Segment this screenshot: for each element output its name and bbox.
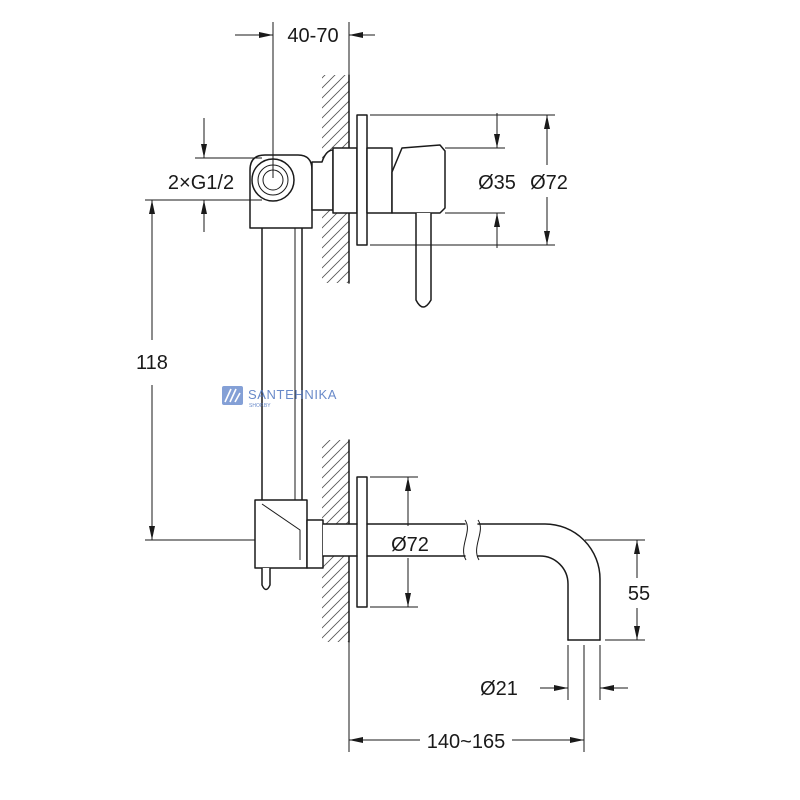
lower-body-block	[254, 499, 308, 569]
lower-flange	[356, 476, 368, 608]
handle-cap	[391, 144, 446, 214]
dimension-top-span: 40-70	[235, 22, 375, 178]
santehnika-logo-icon	[222, 386, 243, 405]
valve-front-body	[366, 147, 393, 214]
lower-body-connector	[306, 519, 324, 569]
lower-body-inner-line	[261, 503, 301, 560]
dimension-label-spout-reach: 140~165	[427, 731, 505, 753]
watermark: SANTEHNIKA SHOP.BY	[222, 386, 337, 409]
dimension-upper-flange-diameter: Ø72	[370, 114, 568, 246]
pipe-body	[261, 225, 303, 503]
dimension-spout-drop: 55	[585, 539, 650, 641]
connecting-pipe	[261, 225, 303, 503]
dimension-thread: 2×G1/2	[145, 118, 262, 232]
watermark-brand: SANTEHNIKA	[248, 387, 337, 402]
dimension-label-spout-diameter: Ø21	[480, 678, 518, 700]
dimension-lower-flange-diameter: Ø72	[370, 476, 429, 608]
dimension-label-body-diameter: Ø35	[478, 172, 516, 194]
dimension-label-spout-drop: 55	[628, 583, 650, 605]
spout-break-right	[476, 519, 481, 561]
upper-flange	[356, 114, 368, 246]
dimension-label-thread: 2×G1/2	[168, 172, 234, 194]
dimension-spout-reach: 140~165	[348, 642, 585, 753]
handle-lever	[415, 213, 432, 308]
upper-neck	[311, 149, 334, 211]
dimension-label-lower-flange-diameter: Ø72	[391, 534, 429, 556]
dimension-label-height: 118	[136, 352, 168, 374]
valve-wall-section	[332, 147, 358, 214]
dimension-label-top-span: 40-70	[287, 25, 338, 47]
spout-break-left	[463, 519, 468, 561]
dimension-spout-diameter: Ø21	[480, 645, 628, 700]
dimension-body-diameter: Ø35	[445, 113, 516, 248]
diverter-knob	[261, 568, 271, 591]
spout-bend-inner	[477, 555, 569, 641]
spout-wall-section	[323, 524, 465, 556]
watermark-sub: SHOP.BY	[249, 403, 271, 409]
spout-bend-outer	[477, 523, 601, 641]
dimension-height: 118	[136, 200, 255, 541]
dimension-label-upper-flange-diameter: Ø72	[530, 172, 568, 194]
upper-mixer-assembly	[249, 114, 446, 308]
lower-spout-assembly	[254, 476, 601, 641]
